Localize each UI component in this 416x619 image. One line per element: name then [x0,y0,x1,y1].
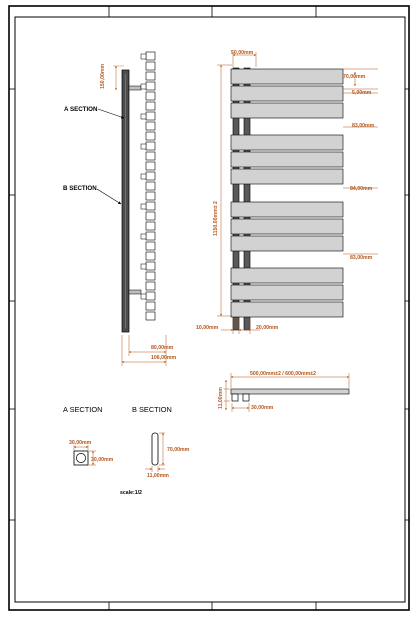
panel-bar [140,113,147,120]
panel-profile-column [140,51,156,321]
panel-bar [145,221,156,231]
panel-bar [145,91,156,101]
panel-bar [230,168,344,185]
panel-bar [230,301,344,318]
section-details: A SECTION B SECTION 30,00mm 30,00mm 70,0… [63,405,190,496]
panel-bar [145,241,156,251]
panel-bar [145,261,156,271]
panel-bar [140,233,147,240]
panel-bar [145,51,156,61]
panel-bar [145,171,156,181]
panel-bar [145,301,156,311]
panel-bar [230,235,344,252]
panel-bar [140,83,147,90]
dim-depth [121,335,167,366]
panel-bar [145,231,156,241]
side-view: A SECTION B SECTION 150,00mm 80,00mm 106… [63,51,176,366]
panel-bar [145,61,156,71]
panel-bar [230,85,344,102]
panel-bar [140,263,147,270]
panel-bar [230,68,344,85]
panel-bar [230,134,344,151]
dim-b-height: 70,00mm [167,447,190,453]
panel-bar [145,291,156,301]
panel-bar [145,131,156,141]
panel-bar [145,81,156,91]
dim-panel-height: 70,00mm [343,74,366,80]
panel-bar [145,281,156,291]
front-view: 50,00mm 70,00mm 5,00mm 83,00mm 84,00mm 8… [196,50,378,334]
dim-depth-106: 106,00mm [151,355,176,361]
panel-bar [140,53,147,60]
dim-top-offset: 150,00mm [100,64,124,91]
dim-spacing-1: 83,00mm [352,123,375,129]
dim-depth-80: 80,00mm [151,345,174,351]
dim-b-width: 11,00mm [147,473,169,479]
panel-bar [145,271,156,281]
section-a-title: A SECTION [63,405,102,414]
panel-bar [230,284,344,301]
panel-bar [145,311,156,321]
panel-bar [145,251,156,261]
scale-note: scale:1/2 [120,490,142,496]
a-section-label: A SECTION [64,106,98,113]
panel-bar [145,151,156,161]
panel-bar [145,141,156,151]
dim-plan-depth: 30,00mm [251,405,274,411]
drawing-frame [8,5,410,611]
dim-plan-height: 11,00mm [218,387,224,409]
panel-bar [145,181,156,191]
svg-text:150,00mm: 150,00mm [100,64,106,89]
panel-bar [140,203,147,210]
panel-bar [140,293,147,300]
panel-bar [230,102,344,119]
section-b-title: B SECTION [132,405,172,414]
panel-bar [145,101,156,111]
panel-bar [140,173,147,180]
panel-bar [145,191,156,201]
panel-groups [230,68,344,318]
b-section-label: B SECTION [63,185,97,192]
dim-pipe-gap: 20,00mm [256,325,279,331]
dim-spacing-2: 84,00mm [350,186,373,192]
dim-left: 10,00mm [196,325,219,331]
dim-spacing-3: 83,00mm [350,255,373,261]
panel-bar [140,143,147,150]
panel-bar [230,201,344,218]
dim-pipe-width: 50,00mm [231,50,254,56]
panel-bar [230,151,344,168]
panel-bar [145,161,156,171]
panel-bar [145,71,156,81]
dim-a-height: 30,00mm [91,457,114,463]
dim-total-height: 1150,00mm± 2 [213,201,219,236]
panel-bar [145,111,156,121]
panel-bar [230,218,344,235]
panel-bar [230,267,344,284]
dim-a-width: 30,00mm [69,440,92,446]
dim-gap: 5,00mm [352,90,372,96]
dim-plan-width: 500,00mm±2 / 600,00mm±2 [250,371,316,377]
panel-bar [145,211,156,221]
plan-view: 500,00mm±2 / 600,00mm±2 11,00mm 30,00mm [218,371,350,412]
panel-bar [145,201,156,211]
panel-bar [145,121,156,131]
